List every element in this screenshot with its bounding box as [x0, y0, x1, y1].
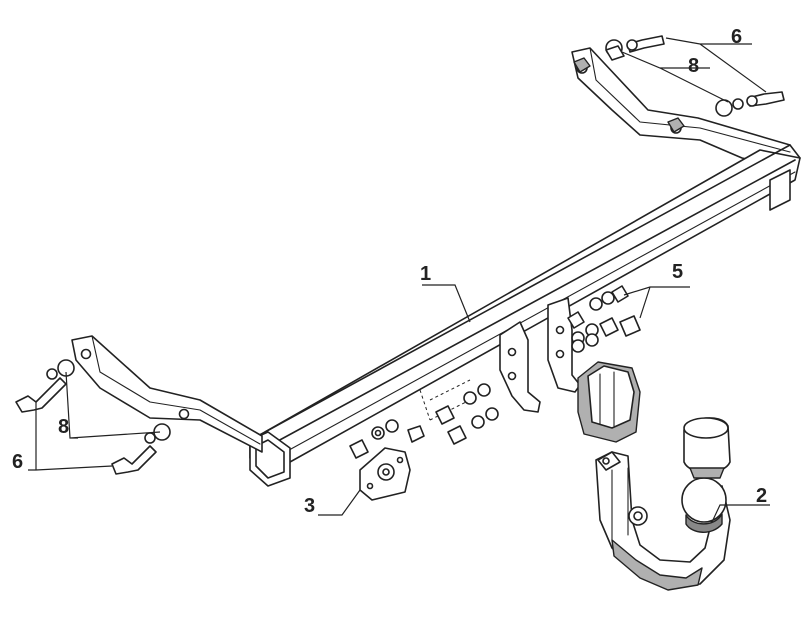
main-cross-beam — [249, 144, 801, 487]
callout-2: 2 — [756, 485, 767, 507]
callout-1: 1 — [420, 263, 431, 285]
callout-3: 3 — [304, 495, 315, 517]
callout-5: 5 — [672, 261, 683, 283]
leader-lines — [28, 37, 770, 523]
callout-6-left: 6 — [12, 451, 23, 473]
ball-mount-receiver — [577, 361, 641, 443]
callout-8-top: 8 — [688, 55, 699, 77]
detachable-tow-ball — [595, 417, 731, 591]
callout-labels: 1 2 3 5 6 8 6 8 — [12, 26, 767, 517]
callout-8-left: 8 — [58, 416, 69, 438]
socket-mounting-plate — [359, 425, 425, 501]
center-bolt-set — [349, 285, 641, 459]
left-side-bracket — [71, 335, 263, 453]
callout-6-top: 6 — [731, 26, 742, 48]
left-fastener-set — [15, 359, 171, 475]
